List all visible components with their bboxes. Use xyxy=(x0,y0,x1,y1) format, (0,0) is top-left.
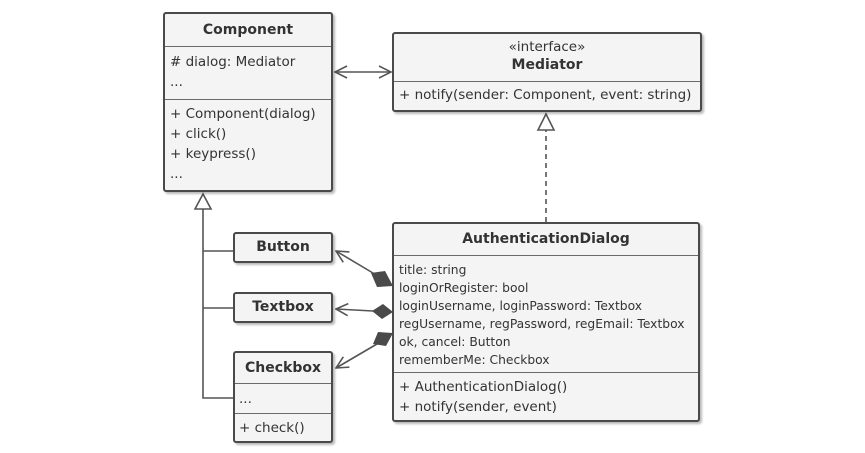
component-fields: # dialog: Mediator ... xyxy=(165,46,331,99)
composition-button-diamond xyxy=(371,271,393,287)
checkbox-class-name: Checkbox xyxy=(244,360,321,376)
authentication-dialog-methods: + AuthenticationDialog() + notify(sender… xyxy=(394,372,698,417)
component-method: + keypress() xyxy=(170,146,256,162)
composition-checkbox xyxy=(336,343,378,368)
component-field: # dialog: Mediator xyxy=(170,54,296,70)
checkbox-method: + check() xyxy=(239,420,305,436)
composition-textbox xyxy=(336,309,374,311)
component-field: ... xyxy=(170,74,183,90)
mediator-methods: + notify(sender: Component, event: strin… xyxy=(394,81,700,105)
mediator-method: + notify(sender: Component, event: strin… xyxy=(399,87,692,103)
checkbox-methods: + check() xyxy=(235,413,331,438)
authentication-dialog-name: AuthenticationDialog xyxy=(462,231,630,247)
composition-textbox-diamond xyxy=(372,304,393,319)
authentication-dialog-field: regUsername, regPassword, regEmail: Text… xyxy=(399,317,685,331)
button-class: Button xyxy=(233,232,333,263)
mediator-interface: «interface» Mediator + notify(sender: Co… xyxy=(392,32,702,112)
authentication-dialog-fields: title: string loginOrRegister: bool logi… xyxy=(394,255,698,372)
composition-button xyxy=(336,251,379,277)
checkbox-field: ... xyxy=(239,391,252,407)
mediator-name: Mediator xyxy=(511,57,583,73)
authentication-dialog-field: loginOrRegister: bool xyxy=(399,281,529,295)
authentication-dialog-field: title: string xyxy=(399,263,467,277)
authentication-dialog-field: ok, cancel: Button xyxy=(399,335,511,349)
component-method: + click() xyxy=(170,126,227,142)
authentication-dialog-class: AuthenticationDialog title: string login… xyxy=(392,222,700,422)
authentication-dialog-field: loginUsername, loginPassword: Textbox xyxy=(399,299,643,313)
inheritance-trunk xyxy=(202,209,233,399)
component-method: ... xyxy=(170,166,183,182)
checkbox-fields: ... xyxy=(235,383,331,413)
inheritance-triangle xyxy=(193,192,213,210)
component-class: Component # dialog: Mediator ... + Compo… xyxy=(163,12,333,192)
realization-triangle xyxy=(536,112,556,131)
button-class-name: Button xyxy=(256,239,310,255)
textbox-class-name: Textbox xyxy=(252,299,314,315)
composition-checkbox-diamond xyxy=(373,332,393,346)
mediator-stereotype: «interface» xyxy=(508,39,586,55)
authentication-dialog-method: + AuthenticationDialog() xyxy=(399,379,568,395)
component-method: + Component(dialog) xyxy=(170,106,316,122)
authentication-dialog-field: rememberMe: Checkbox xyxy=(399,353,550,367)
authentication-dialog-method: + notify(sender, event) xyxy=(399,399,557,415)
component-class-name: Component xyxy=(202,22,294,38)
component-methods: + Component(dialog) + click() + keypress… xyxy=(165,99,331,184)
textbox-class: Textbox xyxy=(233,292,333,323)
checkbox-class: Checkbox ... + check() xyxy=(233,351,333,443)
